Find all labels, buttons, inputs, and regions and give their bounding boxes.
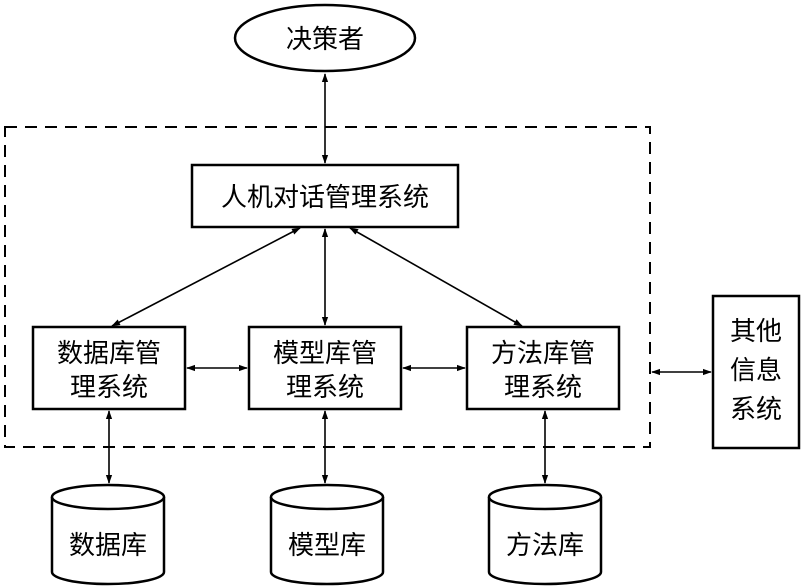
- dialog-management-label: 人机对话管理系统: [221, 183, 429, 213]
- other-systems-line3: 系统: [730, 395, 782, 425]
- decision-maker-node: 决策者: [233, 3, 417, 73]
- arrow-dialog-method-mgmt: [349, 227, 523, 327]
- method-base-label: 方法库: [506, 531, 584, 561]
- model-management-line2: 理系统: [286, 373, 364, 403]
- database-management-box: 数据库管 理系统: [31, 325, 187, 411]
- decision-maker-label: 决策者: [286, 25, 364, 55]
- other-systems-line1: 其他: [730, 317, 782, 347]
- database-label: 数据库: [69, 531, 147, 561]
- database-cylinder: 数据库: [50, 483, 166, 586]
- model-management-box: 模型库管 理系统: [247, 325, 403, 411]
- model-base-cylinder: 模型库: [269, 483, 385, 586]
- database-management-line1: 数据库管: [57, 339, 161, 369]
- database-management-line2: 理系统: [70, 373, 148, 403]
- other-systems-box: 其他 信息 系统: [711, 294, 801, 450]
- model-management-line1: 模型库管: [273, 339, 377, 369]
- method-management-line1: 方法库管: [491, 339, 595, 369]
- arrow-dialog-database-mgmt: [111, 227, 301, 327]
- other-systems-line2: 信息: [730, 356, 782, 386]
- method-management-box: 方法库管 理系统: [465, 325, 621, 411]
- method-management-line2: 理系统: [504, 373, 582, 403]
- method-base-cylinder: 方法库: [487, 483, 603, 586]
- model-base-label: 模型库: [288, 531, 366, 561]
- dialog-management-box: 人机对话管理系统: [190, 163, 460, 229]
